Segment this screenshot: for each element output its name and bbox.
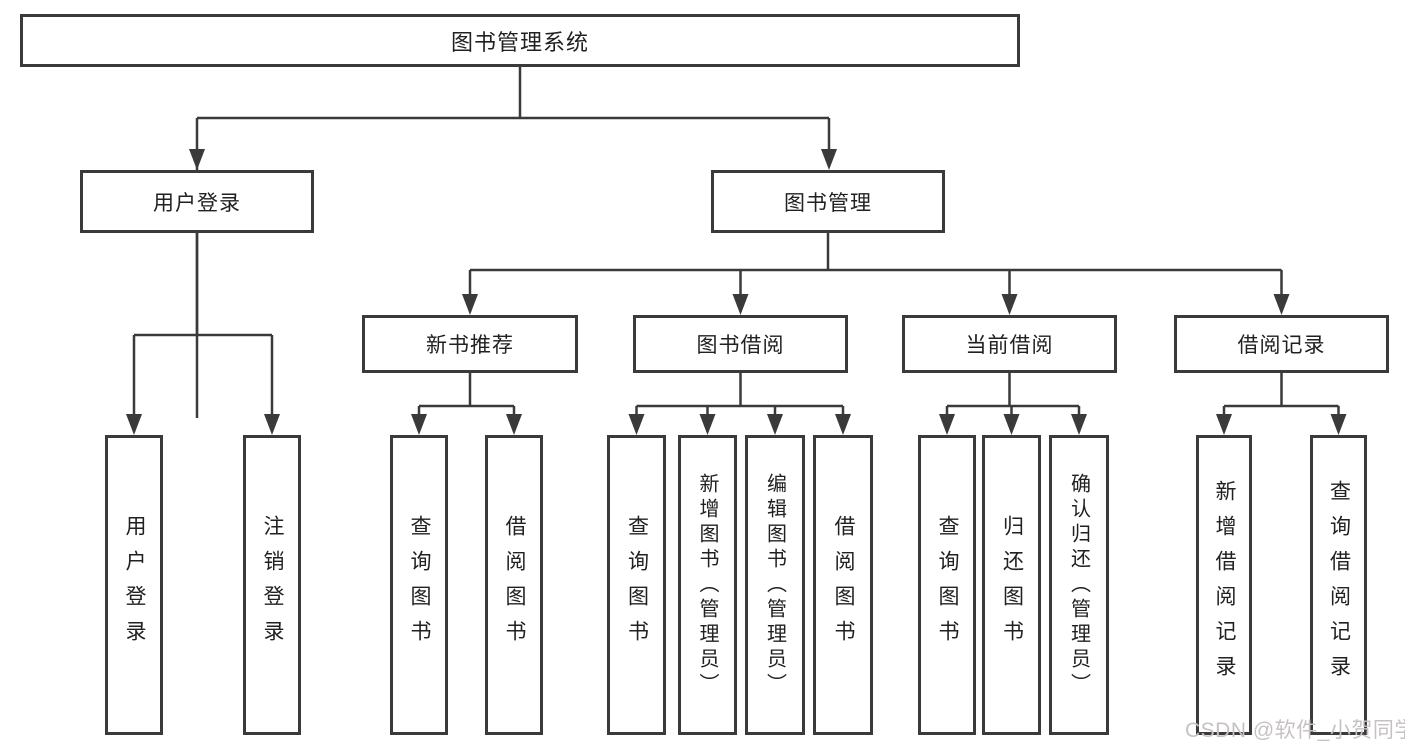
arrow-down-icon — [821, 149, 837, 170]
arrow-down-icon — [939, 414, 955, 435]
node-label: 图书管理系统 — [450, 29, 589, 55]
node-book-management: 图书管理 — [711, 170, 945, 233]
watermark-text: CSDN @软件_小贺同学 — [1185, 719, 1405, 742]
node-label: 注销登录 — [261, 515, 284, 655]
leaf-add-books-admin: 新增图书（管理员） — [678, 435, 737, 735]
arrow-down-icon — [506, 414, 522, 435]
node-label: 归还图书 — [1000, 515, 1024, 655]
arrow-down-icon — [699, 414, 716, 435]
arrow-down-icon — [767, 414, 783, 435]
leaf-borrow-books: 借阅图书 — [813, 435, 873, 735]
node-label: 查询图书 — [408, 515, 431, 655]
node-label: 新书推荐 — [426, 334, 514, 357]
connector-line — [132, 233, 274, 431]
node-label: 当前借阅 — [965, 334, 1054, 357]
arrow-down-icon — [835, 414, 851, 435]
node-label: 借阅记录 — [1237, 334, 1326, 357]
node-label: 用户登录 — [123, 515, 146, 655]
leaf-logout: 注销登录 — [243, 435, 301, 735]
node-label: 借阅图书 — [503, 515, 526, 655]
node-label: 查询借阅记录 — [1327, 480, 1351, 690]
connector-line — [417, 373, 516, 431]
node-label: 用户登录 — [153, 191, 241, 215]
leaf-query-books-current: 查询图书 — [918, 435, 976, 735]
leaf-query-books-borrow: 查询图书 — [607, 435, 666, 735]
node-borrow-records: 借阅记录 — [1174, 315, 1389, 373]
leaf-return-books: 归还图书 — [982, 435, 1041, 735]
arrow-down-icon — [732, 294, 749, 315]
node-label: 新增借阅记录 — [1213, 480, 1236, 690]
arrow-down-icon — [1071, 414, 1087, 435]
arrow-down-icon — [126, 414, 142, 435]
leaf-borrow-books-recommend: 借阅图书 — [485, 435, 543, 735]
arrow-down-icon — [1003, 414, 1020, 435]
leaf-user-login: 用户登录 — [105, 435, 163, 735]
arrow-down-icon — [1001, 294, 1018, 315]
node-label: 图书借阅 — [696, 334, 785, 357]
node-book-borrowing: 图书借阅 — [633, 315, 848, 373]
node-library-system: 图书管理系统 — [20, 14, 1020, 67]
node-label: 确认归还（管理员） — [1067, 472, 1090, 698]
leaf-query-borrow-record: 查询借阅记录 — [1310, 435, 1367, 735]
node-label: 查询图书 — [936, 515, 959, 655]
node-new-book-recommend: 新书推荐 — [362, 315, 578, 373]
node-label: 查询图书 — [625, 515, 649, 655]
node-label: 新增图书（管理员） — [696, 472, 718, 698]
arrow-down-icon — [411, 414, 427, 435]
arrow-down-icon — [264, 414, 280, 435]
arrow-down-icon — [1330, 414, 1347, 435]
node-label: 借阅图书 — [832, 515, 855, 655]
connector-line — [1222, 373, 1340, 431]
arrow-down-icon — [189, 149, 205, 170]
leaf-confirm-return-admin: 确认归还（管理员） — [1049, 435, 1109, 735]
leaf-add-borrow-record: 新增借阅记录 — [1196, 435, 1252, 735]
node-label: 编辑图书（管理员） — [763, 472, 786, 698]
connector-line — [635, 373, 845, 431]
leaf-edit-books-admin: 编辑图书（管理员） — [745, 435, 805, 735]
leaf-query-books-recommend: 查询图书 — [390, 435, 448, 735]
connector-line — [468, 233, 1283, 311]
arrow-down-icon — [1216, 414, 1232, 435]
arrow-down-icon — [462, 294, 478, 315]
arrow-down-icon — [628, 414, 645, 435]
arrow-down-icon — [1273, 294, 1290, 315]
node-current-borrowing: 当前借阅 — [902, 315, 1117, 373]
node-user-login: 用户登录 — [80, 170, 314, 233]
node-label: 图书管理 — [784, 191, 872, 215]
